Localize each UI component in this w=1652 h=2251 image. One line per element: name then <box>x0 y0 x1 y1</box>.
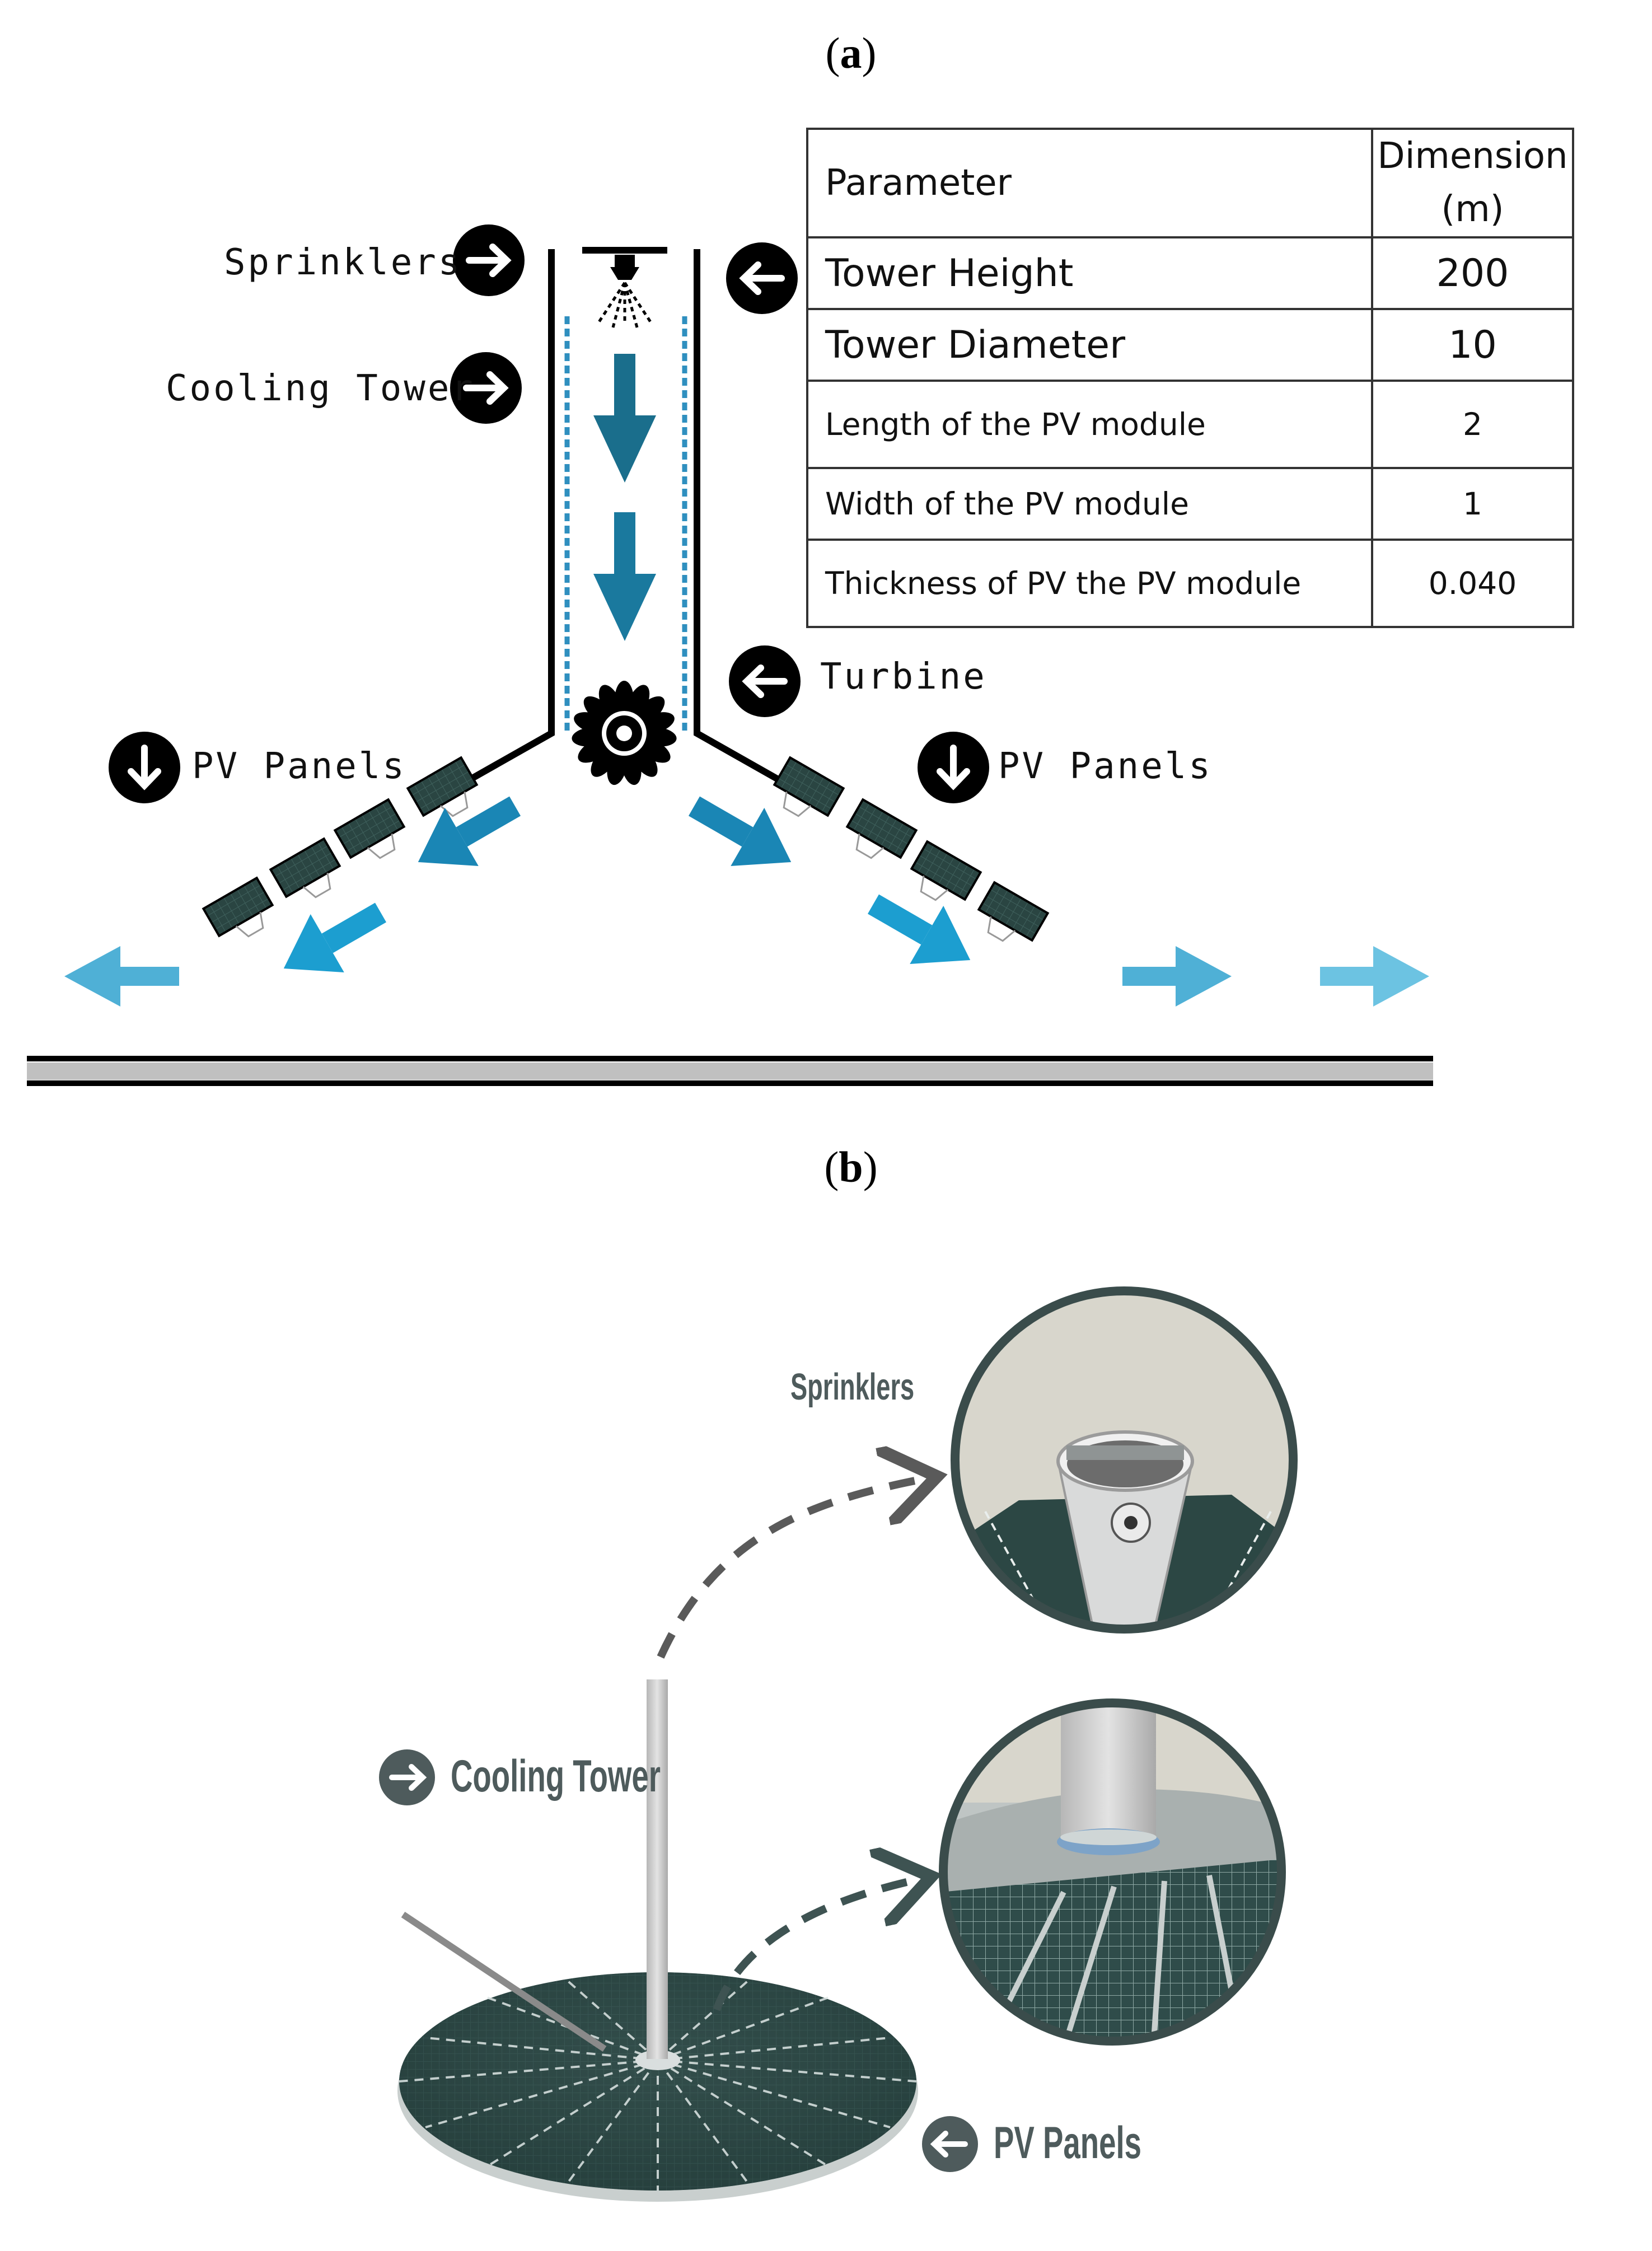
label-pv-panels-right: PV Panels <box>998 746 1213 787</box>
row-parameter: Tower Diameter <box>806 308 1373 382</box>
turbine-icon <box>572 681 677 785</box>
arrow-down-badge-icon <box>918 732 989 803</box>
dashed-arrow-to-sprinklers <box>657 1478 929 1659</box>
label-pv-panels-left: PV Panels <box>192 746 406 787</box>
header-dimension-line2: (m) <box>1441 189 1504 230</box>
airflow-horizontal-arrows <box>64 946 1429 1007</box>
label-turbine: Turbine <box>820 656 987 698</box>
panel-a-label: (a) <box>825 29 877 77</box>
row-parameter: Thickness of PV the PV module <box>806 539 1373 628</box>
row-parameter: Length of the PV module <box>806 380 1373 469</box>
table-row: Tower Height 200 <box>806 236 1574 310</box>
row-parameter: Width of the PV module <box>806 467 1373 541</box>
ground-line <box>27 1056 1433 1086</box>
support-beam <box>401 1912 607 2052</box>
label-b-cooling-tower: Cooling Tower <box>451 1751 661 1801</box>
airflow-diagonal-arrows <box>283 796 971 972</box>
cooling-tower-3d <box>647 1679 668 2059</box>
label-b-sprinklers: Sprinklers <box>790 1366 914 1408</box>
arrow-down-badge-icon <box>109 732 180 803</box>
pv-panel-array-right <box>773 756 1050 942</box>
airflow-down-arrows <box>593 354 656 641</box>
row-value: 10 <box>1371 308 1574 382</box>
header-dimension-line1: Dimension <box>1377 135 1568 177</box>
pv-panel-array-left <box>202 756 479 938</box>
row-value: 1 <box>1371 467 1574 541</box>
row-value: 0.040 <box>1371 539 1574 628</box>
dashed-arrow-to-panels <box>713 1878 924 2011</box>
row-parameter: Tower Height <box>806 236 1373 310</box>
inset-pv-panels-view <box>939 1698 1286 2046</box>
label-b-pv-panels: PV Panels <box>994 2117 1141 2168</box>
table-row: Thickness of PV the PV module 0.040 <box>806 539 1574 628</box>
panel-b-letter: b <box>839 1143 863 1191</box>
tower-walls <box>466 249 783 784</box>
label-cooling-tower: Cooling Tower <box>166 368 475 409</box>
sprinkler-head-icon <box>582 247 667 328</box>
panel-a-letter: a <box>840 29 862 77</box>
arrow-right-badge-icon <box>453 224 525 296</box>
panel-b-label: (b) <box>824 1143 878 1191</box>
header-dimension: Dimension (m) <box>1371 128 1574 238</box>
arrow-left-badge-icon <box>729 645 801 717</box>
label-sprinklers: Sprinklers <box>224 242 462 283</box>
row-value: 2 <box>1371 380 1574 469</box>
panel-b-diagram: Sprinklers Cooling Tower PV Panels <box>379 1286 1298 2202</box>
parameters-table: Parameter Dimension(m) Tower Height 200 … <box>806 128 1574 628</box>
table-header-row: Parameter Dimension (m) <box>806 128 1574 238</box>
table-row: Length of the PV module 2 <box>806 380 1574 469</box>
solar-disc-3d <box>397 1972 918 2202</box>
row-value: 200 <box>1371 236 1574 310</box>
inset-sprinklers-view <box>951 1286 1298 1634</box>
table-row: Width of the PV module 1 <box>806 467 1574 541</box>
panel-a-diagram: Sprinklers Cooling Tower Turbine PV Pane… <box>27 224 1433 1086</box>
arrow-right-badge-icon <box>379 1749 435 1805</box>
table-row: Tower Diameter 10 <box>806 308 1574 382</box>
header-parameter: Parameter <box>806 128 1373 238</box>
arrow-left-badge-icon <box>922 2116 978 2172</box>
arrow-right-badge-icon <box>450 352 522 424</box>
arrow-left-badge-icon <box>726 242 798 314</box>
